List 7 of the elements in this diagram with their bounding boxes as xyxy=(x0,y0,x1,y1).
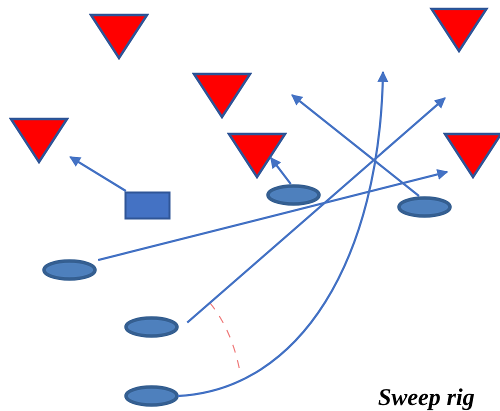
route-arrow xyxy=(291,94,420,197)
route-arrow xyxy=(186,97,446,324)
route-arrow xyxy=(69,156,126,192)
route-arrow xyxy=(178,70,388,398)
route-arrow xyxy=(270,156,292,185)
play-name: Sweep rig xyxy=(378,384,475,411)
route-arrow xyxy=(98,169,448,262)
